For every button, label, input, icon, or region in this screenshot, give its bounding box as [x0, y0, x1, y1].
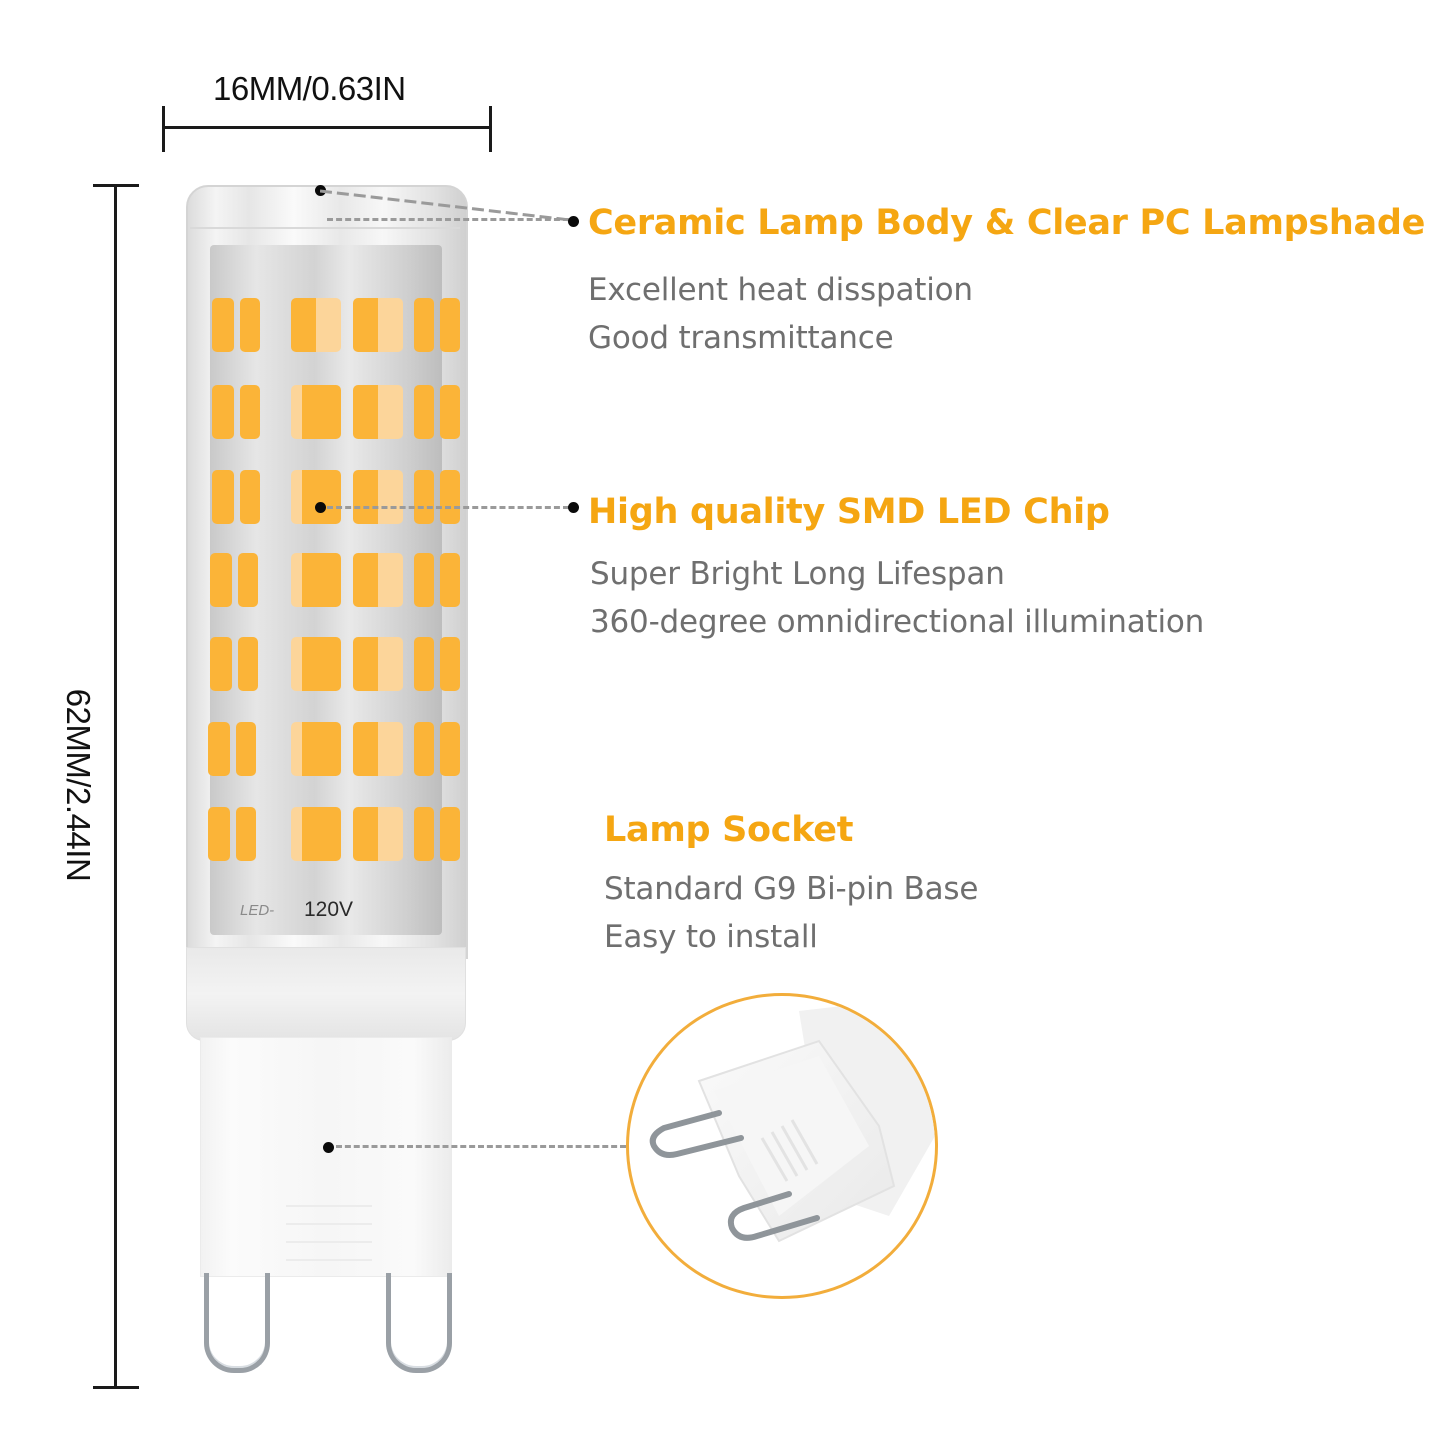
led-chip [353, 385, 403, 439]
height-dimension-tick-top [93, 184, 139, 187]
led-chip [291, 807, 341, 861]
led-chip [291, 722, 341, 776]
callout-leader-connector [320, 189, 571, 222]
led-chip [414, 722, 434, 776]
led-chip [236, 722, 256, 776]
callout-leader-line [327, 506, 569, 509]
led-row [186, 553, 464, 609]
led-chip [212, 470, 234, 524]
led-chip [291, 470, 341, 524]
led-chip [240, 470, 260, 524]
led-chip [440, 298, 460, 352]
led-row [186, 722, 464, 778]
led-chip [353, 298, 403, 352]
height-dimension-label: 62MM/2.44IN [60, 688, 97, 882]
callout-anchor-dot [315, 502, 326, 513]
led-chip [212, 298, 234, 352]
callout-desc-line: Standard G9 Bi-pin Base [604, 871, 979, 907]
led-chip [353, 553, 403, 607]
led-marking: LED- [240, 902, 275, 919]
g9-bulb: LED- 120V [186, 185, 468, 1390]
led-row [186, 385, 464, 441]
voltage-label: 120V [304, 898, 354, 921]
led-chip [353, 807, 403, 861]
g9-pin-right [386, 1273, 452, 1373]
led-chip [440, 637, 460, 691]
callout-title-led-chip: High quality SMD LED Chip [588, 492, 1110, 532]
height-dimension-tick-bottom [93, 1386, 139, 1389]
callout-title-lamp-socket: Lamp Socket [604, 810, 854, 850]
led-chip [353, 722, 403, 776]
led-chip [210, 553, 232, 607]
led-chip [240, 298, 260, 352]
ceramic-collar [186, 947, 466, 1041]
led-chip [414, 385, 434, 439]
led-row [186, 637, 464, 693]
callout-desc-line: Excellent heat disspation [588, 272, 973, 308]
led-chip [440, 385, 460, 439]
led-chip [291, 385, 341, 439]
width-dimension-bar [163, 126, 491, 129]
led-chip [353, 470, 403, 524]
socket-closeup-inset [626, 993, 938, 1299]
callout-title-lamp-body: Ceramic Lamp Body & Clear PC Lampshade [588, 203, 1426, 243]
led-chip [440, 722, 460, 776]
led-chip [238, 553, 258, 607]
led-row [186, 470, 464, 526]
led-chip [291, 553, 341, 607]
led-chip [440, 470, 460, 524]
width-dimension-label: 16MM/0.63IN [213, 70, 406, 107]
callout-anchor-dot [323, 1142, 334, 1153]
led-row [186, 807, 464, 863]
led-row [186, 298, 464, 354]
callout-end-dot [568, 502, 579, 513]
led-chip [414, 807, 434, 861]
callout-desc-line: 360-degree omnidirectional illumination [590, 604, 1205, 640]
width-dimension-tick-left [162, 106, 165, 152]
led-chip [440, 553, 460, 607]
shade-rim [190, 227, 460, 229]
led-chip [414, 470, 434, 524]
led-chip [291, 298, 341, 352]
led-chip [210, 637, 232, 691]
width-dimension-tick-right [489, 106, 492, 152]
socket-ridges [286, 1205, 372, 1265]
led-chip [353, 637, 403, 691]
callout-desc-line: Super Bright Long Lifespan [590, 556, 1005, 592]
socket-closeup-illustration [649, 996, 935, 1243]
led-chip [238, 637, 258, 691]
led-chip [414, 637, 434, 691]
callout-desc-line: Easy to install [604, 919, 818, 955]
led-chip [414, 553, 434, 607]
led-chip [240, 385, 260, 439]
height-dimension-bar [114, 185, 117, 1388]
g9-pin-left [204, 1273, 270, 1373]
led-chip [212, 385, 234, 439]
led-chip [440, 807, 460, 861]
led-chip [208, 722, 230, 776]
led-chip [291, 637, 341, 691]
callout-leader-line [336, 1145, 626, 1148]
led-chip [414, 298, 434, 352]
callout-end-dot [568, 216, 579, 227]
led-chip [208, 807, 230, 861]
led-chip [236, 807, 256, 861]
callout-desc-line: Good transmittance [588, 320, 894, 356]
callout-leader-line [327, 218, 569, 221]
